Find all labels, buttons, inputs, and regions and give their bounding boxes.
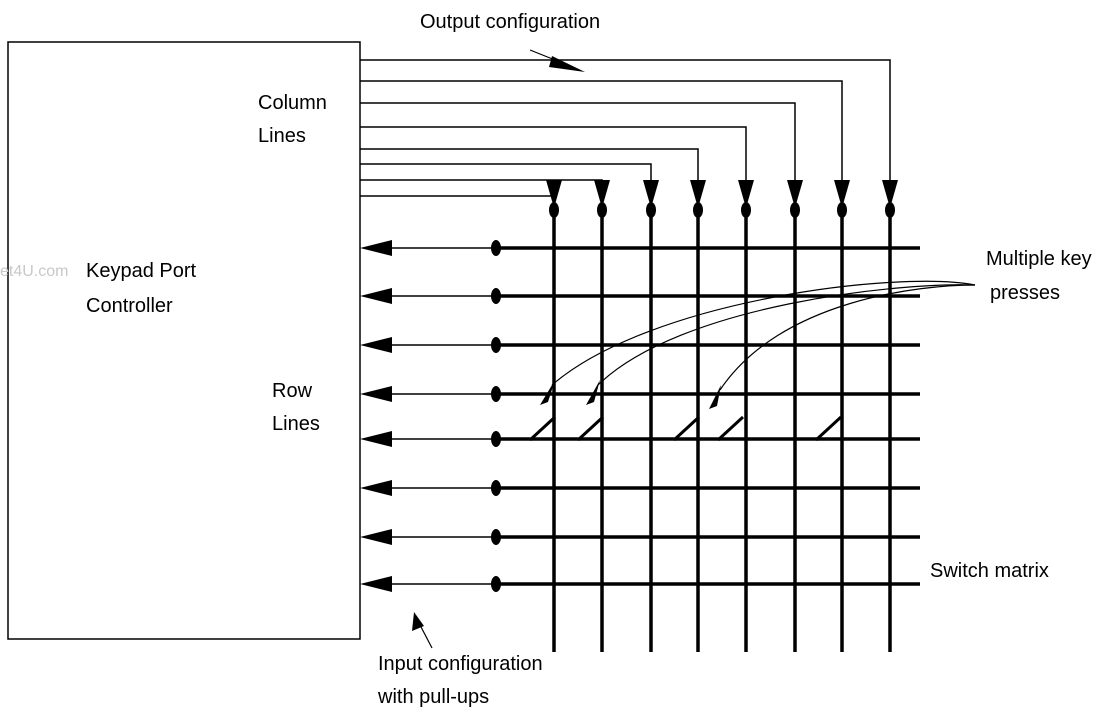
switch-matrix-label: Switch matrix [930, 560, 1049, 582]
column-line-wire [360, 195, 555, 200]
pressed-switch [814, 415, 843, 442]
output-config-leader-arrowhead [549, 56, 585, 72]
row-pullup-node [491, 337, 501, 353]
input-config-leader [419, 624, 433, 649]
row-arrowhead [360, 288, 392, 304]
column-line-wire [360, 80, 843, 200]
column-arrowhead [787, 180, 803, 208]
output-configuration-label: Output configuration [420, 11, 601, 33]
input-config-leader-arrowhead [412, 612, 424, 631]
row-arrowhead [360, 529, 392, 545]
column-line-wire [360, 102, 796, 200]
row-lines-label-line1: Row [272, 380, 313, 402]
column-arrowhead [834, 180, 850, 208]
column-arrowhead [546, 180, 562, 208]
column-line-wire [360, 126, 747, 200]
row-pullup-node [491, 529, 501, 545]
column-arrowhead [882, 180, 898, 208]
multiple-key-presses-label-line2: presses [990, 282, 1061, 304]
column-line-wire [360, 179, 603, 200]
column-arrowhead [594, 180, 610, 208]
multiple-key-presses-label-line1: Multiple key [986, 248, 1092, 270]
row-pullup-node [491, 431, 501, 447]
column-lines-label-line1: Column [258, 92, 327, 114]
row-lines-label-line2: Lines [272, 413, 320, 435]
column-line-wire [360, 59, 891, 200]
pressed-switch [672, 415, 701, 442]
row-pullup-node [491, 240, 501, 256]
row-arrowhead [360, 431, 392, 447]
row-pullup-node [491, 576, 501, 592]
keypad-port-controller-box [7, 41, 361, 640]
column-lines-label-line2: Lines [258, 125, 306, 147]
multiple-key-leader [551, 280, 976, 386]
row-arrowhead [360, 386, 392, 402]
pressed-switch [576, 415, 605, 442]
column-arrowhead [738, 180, 754, 208]
multiple-key-arrowhead [586, 380, 600, 405]
pressed-switch [716, 415, 745, 442]
multiple-key-leader [719, 284, 976, 391]
row-pullup-node [491, 480, 501, 496]
multiple-key-arrowhead [540, 380, 555, 405]
multiple-key-leader [597, 284, 976, 386]
column-arrowhead [643, 180, 659, 208]
row-arrowhead [360, 337, 392, 353]
keypad-port-label-line1: Keypad Port [86, 260, 197, 282]
multiple-key-arrowhead [709, 385, 721, 409]
row-arrowhead [360, 576, 392, 592]
keypad-port-label-line2: Controller [86, 295, 173, 317]
row-arrowhead [360, 240, 392, 256]
watermark-text: et4U.com [0, 263, 69, 280]
pressed-switch [528, 415, 557, 442]
input-configuration-label-line2: with pull-ups [378, 686, 490, 708]
column-arrowhead [690, 180, 706, 208]
row-arrowhead [360, 480, 392, 496]
row-pullup-node [491, 288, 501, 304]
row-pullup-node [491, 386, 501, 402]
input-configuration-label-line1: Input configuration [378, 653, 543, 675]
